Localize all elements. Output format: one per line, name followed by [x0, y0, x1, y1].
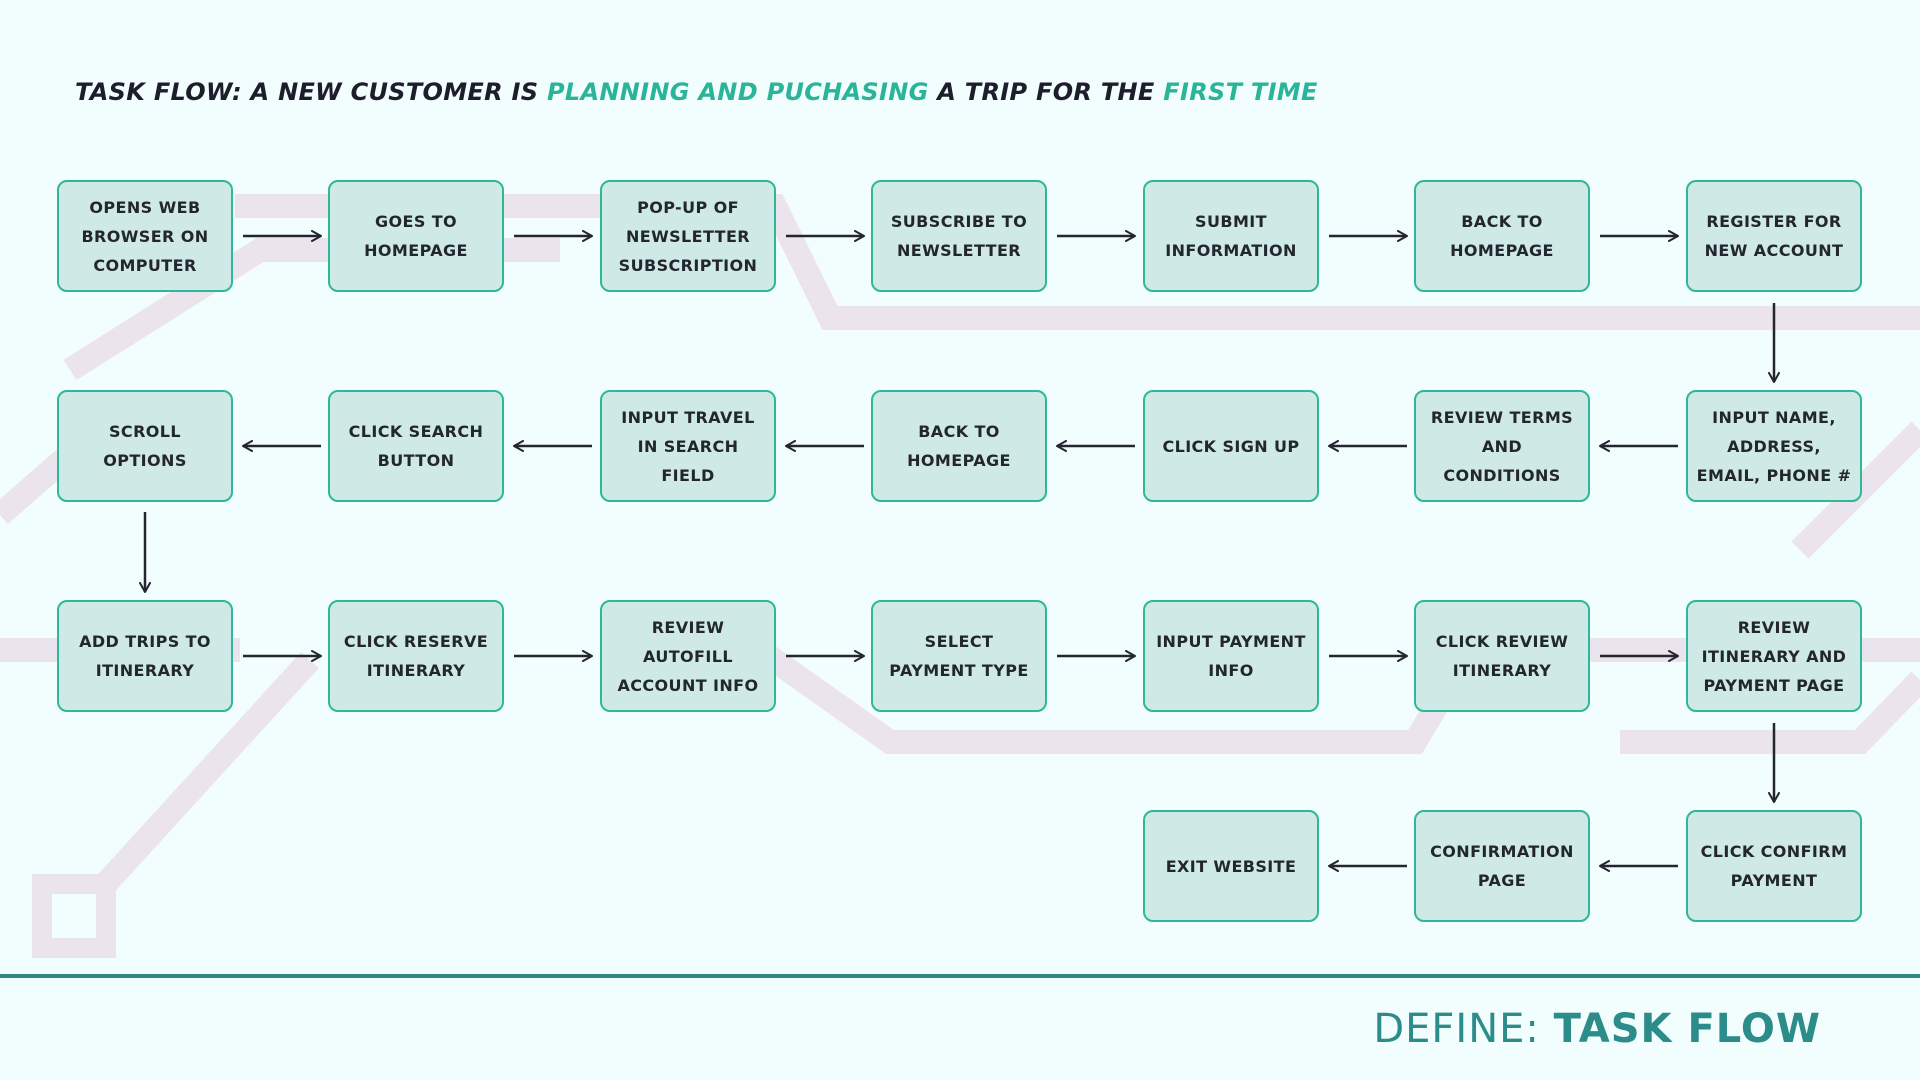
step-goes-to-homepage: GOES TO HOMEPAGE — [328, 180, 504, 292]
heading-highlight-2: FIRST TIME — [1163, 78, 1318, 106]
step-exit-website: EXIT WEBSITE — [1143, 810, 1319, 922]
step-confirmation-page: CONFIRMATION PAGE — [1414, 810, 1590, 922]
step-click-confirm-payment: CLICK CONFIRM PAYMENT — [1686, 810, 1862, 922]
step-select-payment-type: SELECT PAYMENT TYPE — [871, 600, 1047, 712]
step-review-autofill: REVIEW AUTOFILL ACCOUNT INFO — [600, 600, 776, 712]
footer-section-title: DEFINE: TASK FLOW — [1373, 1006, 1821, 1052]
step-click-search-button: CLICK SEARCH BUTTON — [328, 390, 504, 502]
step-click-sign-up: CLICK SIGN UP — [1143, 390, 1319, 502]
step-click-reserve-itinerary: CLICK RESERVE ITINERARY — [328, 600, 504, 712]
footer-divider — [0, 974, 1920, 978]
step-click-review-itinerary: CLICK REVIEW ITINERARY — [1414, 600, 1590, 712]
step-back-to-homepage-2: BACK TO HOMEPAGE — [871, 390, 1047, 502]
footer-title-strong: TASK FLOW — [1553, 1006, 1821, 1052]
heading-part-2: A TRIP FOR THE — [928, 78, 1164, 106]
step-review-itinerary-payment: REVIEW ITINERARY AND PAYMENT PAGE — [1686, 600, 1862, 712]
step-input-travel-search: INPUT TRAVEL IN SEARCH FIELD — [600, 390, 776, 502]
step-add-trips-itinerary: ADD TRIPS TO ITINERARY — [57, 600, 233, 712]
step-register-new-account: REGISTER FOR NEW ACCOUNT — [1686, 180, 1862, 292]
footer-label: DEFINE: — [1373, 1006, 1554, 1052]
step-input-payment-info: INPUT PAYMENT INFO — [1143, 600, 1319, 712]
step-review-terms: REVIEW TERMS AND CONDITIONS — [1414, 390, 1590, 502]
step-opens-web-browser: OPENS WEB BROWSER ON COMPUTER — [57, 180, 233, 292]
task-flow-heading: TASK FLOW: A NEW CUSTOMER IS PLANNING AN… — [75, 78, 1318, 106]
heading-part-1: TASK FLOW: A NEW CUSTOMER IS — [75, 78, 548, 106]
step-newsletter-popup: POP-UP OF NEWSLETTER SUBSCRIPTION — [600, 180, 776, 292]
heading-highlight-1: PLANNING AND PUCHASING — [547, 78, 929, 106]
step-subscribe-newsletter: SUBSCRIBE TO NEWSLETTER — [871, 180, 1047, 292]
step-scroll-options: SCROLL OPTIONS — [57, 390, 233, 502]
step-back-to-homepage-1: BACK TO HOMEPAGE — [1414, 180, 1590, 292]
step-input-contact-details: INPUT NAME, ADDRESS, EMAIL, PHONE # — [1686, 390, 1862, 502]
step-submit-information: SUBMIT INFORMATION — [1143, 180, 1319, 292]
